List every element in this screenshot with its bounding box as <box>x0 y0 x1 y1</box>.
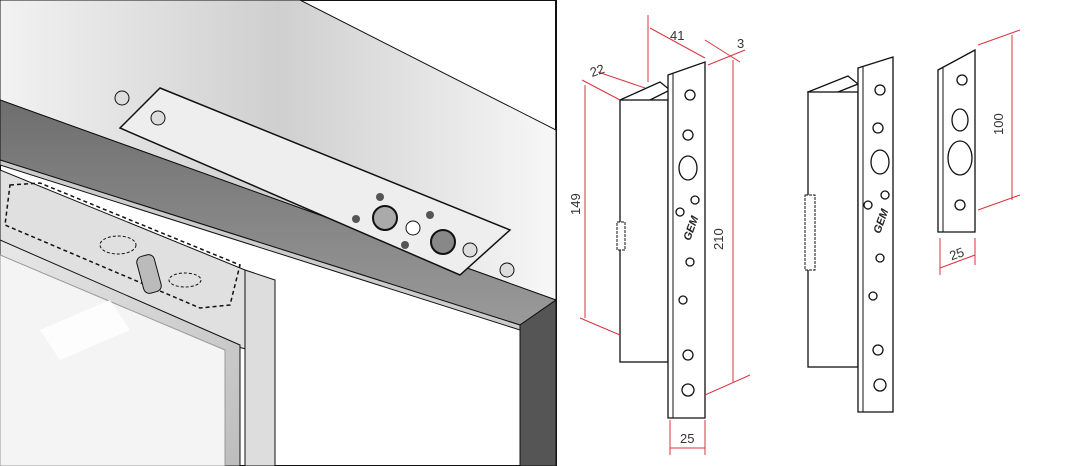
lock-perspective-view: GEM <box>804 56 894 413</box>
dim-149: 149 <box>568 193 583 215</box>
dim-25-plate: 25 <box>680 431 694 446</box>
dim-41: 41 <box>670 28 684 43</box>
lock-faceplate <box>667 61 706 419</box>
strike-plate-view: 100 25 <box>937 29 1021 275</box>
installation-illustration <box>0 0 558 466</box>
dim-210: 210 <box>711 228 726 250</box>
lock-dimensioned-view: GEM 41 3 22 149 210 25 <box>568 15 751 455</box>
lock-body <box>619 99 669 363</box>
dim-22: 22 <box>588 61 607 80</box>
dim-100: 100 <box>991 113 1006 135</box>
dim-3: 3 <box>737 36 744 51</box>
dim-25-strike: 25 <box>947 244 966 263</box>
